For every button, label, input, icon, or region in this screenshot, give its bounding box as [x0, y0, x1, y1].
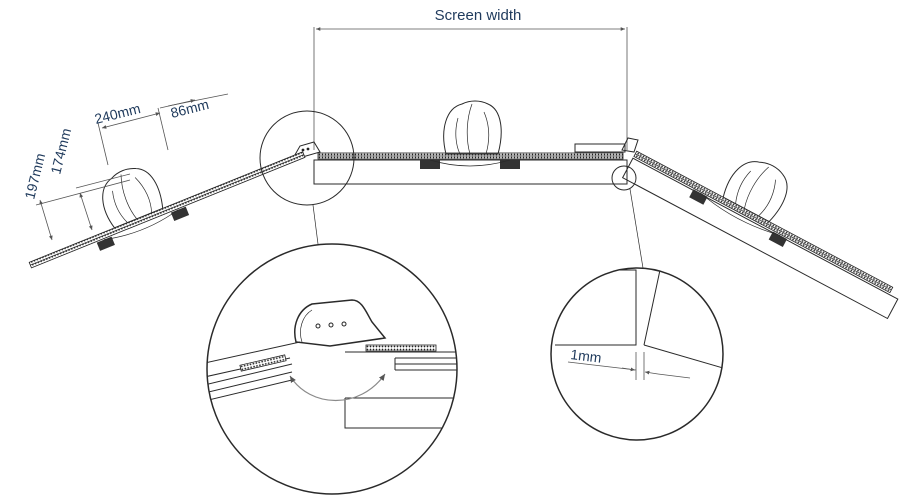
mount-knob-center — [443, 100, 502, 155]
left-dimensions: 240mm 86mm 197mm 174mm — [21, 93, 229, 241]
hinge-detail-view — [206, 243, 458, 495]
angle-arc — [289, 373, 386, 402]
right-screen — [621, 150, 899, 320]
left-screen — [28, 151, 306, 269]
dim-240-label: 240mm — [93, 100, 142, 127]
screen-width-dimension: Screen width — [313, 7, 628, 150]
hinge-body — [294, 299, 387, 347]
detail-callouts — [259, 110, 644, 269]
screen-width-label: Screen width — [435, 7, 522, 24]
hinge-right — [621, 137, 639, 153]
clip-right — [500, 160, 520, 169]
mount-knob-left — [102, 167, 164, 229]
gap-detail-view: 1mm — [550, 267, 724, 441]
dim-1-label: 1mm — [570, 346, 603, 366]
center-screen — [290, 100, 639, 185]
dim-86-label: 86mm — [169, 96, 211, 121]
hinge-left — [290, 141, 321, 161]
callout-circle-hinge — [259, 110, 355, 206]
dim-174-label: 174mm — [47, 127, 74, 176]
callout-circle-gap — [611, 165, 637, 191]
dim-197-label: 197mm — [21, 152, 48, 201]
mount-knob-right — [722, 161, 788, 223]
clip-left — [420, 160, 440, 169]
